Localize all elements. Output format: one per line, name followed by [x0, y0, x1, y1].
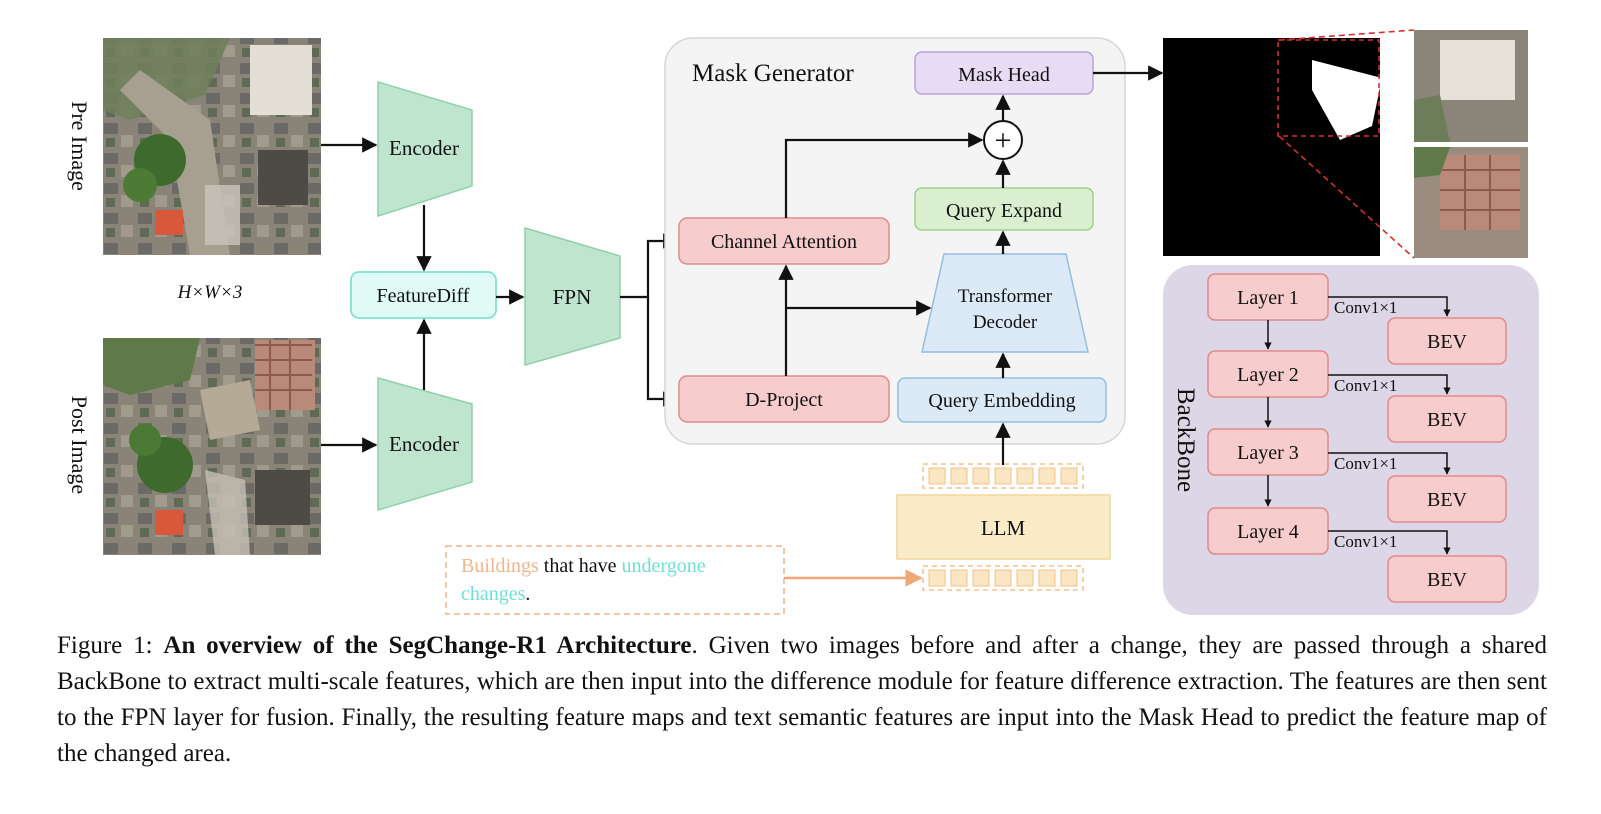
encoder-top-label: Encoder	[389, 136, 459, 160]
bev-4-label: BEV	[1427, 569, 1468, 591]
post-image	[103, 338, 321, 555]
output-mask	[1163, 38, 1382, 256]
pre-image-label: Pre Image	[67, 101, 92, 191]
zoom-crop-post	[1414, 147, 1528, 258]
caption-body: . Given two images before and after a ch…	[57, 632, 1547, 767]
bev-3: BEV	[1387, 475, 1507, 523]
conv-label-2: Conv1×1	[1334, 376, 1397, 395]
pre-image	[103, 38, 321, 255]
fpn-label: FPN	[553, 285, 592, 309]
encoder-bottom: Encoder	[377, 377, 473, 512]
bev-3-label: BEV	[1427, 489, 1468, 511]
encoder-top: Encoder	[377, 80, 473, 218]
backbone-layer-1: Layer 1	[1207, 273, 1329, 321]
llm-block: LLM	[896, 494, 1111, 560]
query-expand-block: Query Expand	[914, 187, 1094, 231]
architecture-diagram: Pre Image Post Image H×W×3 Encoder Encod…	[67, 29, 1539, 615]
backbone-layer-2: Layer 2	[1207, 350, 1329, 398]
zoom-crop-pre	[1414, 30, 1528, 142]
bev-2: BEV	[1387, 395, 1507, 443]
token-row-bottom	[922, 565, 1084, 591]
llm-label: LLM	[981, 516, 1026, 540]
figure-caption: Figure 1: An overview of the SegChange-R…	[57, 628, 1547, 772]
query-expand-label: Query Expand	[946, 200, 1062, 222]
post-image-label: Post Image	[67, 396, 92, 494]
bev-4: BEV	[1387, 555, 1507, 603]
backbone-title: BackBone	[1172, 388, 1199, 492]
feature-diff-label: FeatureDiff	[377, 285, 470, 307]
channel-attention-label: Channel Attention	[711, 231, 857, 253]
conv-label-4: Conv1×1	[1334, 532, 1397, 551]
layer-1-label: Layer 1	[1237, 287, 1299, 309]
fpn-block: FPN	[524, 226, 621, 366]
prompt-period: .	[525, 583, 530, 605]
conv-label-3: Conv1×1	[1334, 454, 1397, 473]
text-prompt-box: Buildings that have undergone changes.	[445, 545, 785, 615]
backbone-arrows	[1264, 296, 1451, 555]
layer-3-label: Layer 3	[1237, 442, 1299, 464]
backbone-layer-4: Layer 4	[1207, 507, 1329, 555]
query-embedding-block: Query Embedding	[897, 377, 1107, 423]
zoom-lines	[1278, 29, 1415, 259]
mask-head-block: Mask Head	[914, 51, 1094, 95]
d-project-block: D-Project	[678, 375, 890, 423]
transformer-decoder-label-2: Decoder	[973, 312, 1038, 333]
query-embedding-label: Query Embedding	[928, 390, 1075, 412]
layer-2-label: Layer 2	[1237, 364, 1299, 386]
text-prompt-line2: changes.	[461, 583, 530, 605]
feature-diff-block: FeatureDiff	[350, 271, 497, 319]
encoder-bottom-label: Encoder	[389, 432, 459, 456]
text-prompt-line1: Buildings that have undergone	[461, 555, 706, 577]
transformer-decoder-label-1: Transformer	[958, 286, 1053, 307]
layer-4-label: Layer 4	[1237, 521, 1299, 543]
prompt-middle: that have	[539, 555, 622, 577]
transformer-decoder-block: Transformer Decoder	[921, 253, 1089, 353]
channel-attention-block: Channel Attention	[678, 217, 890, 265]
prompt-buildings: Buildings	[461, 555, 539, 577]
mask-generator-arrows	[778, 65, 1164, 465]
bev-1: BEV	[1387, 317, 1507, 365]
size-label: H×W×3	[177, 282, 243, 303]
backbone-layer-3: Layer 3	[1207, 428, 1329, 476]
d-project-label: D-Project	[745, 389, 823, 411]
prompt-changes: changes	[461, 583, 526, 605]
bev-1-label: BEV	[1427, 331, 1468, 353]
bev-2-label: BEV	[1427, 409, 1468, 431]
add-operator: +	[983, 120, 1023, 160]
mask-generator-title: Mask Generator	[692, 60, 854, 87]
prompt-undergone: undergone	[622, 555, 706, 577]
conv-label-1: Conv1×1	[1334, 298, 1397, 317]
token-row-top	[922, 463, 1084, 489]
plus-symbol: +	[995, 124, 1012, 157]
mask-head-label: Mask Head	[958, 64, 1050, 86]
caption-prefix: Figure 1:	[57, 632, 164, 659]
caption-title: An overview of the SegChange-R1 Architec…	[163, 632, 692, 659]
